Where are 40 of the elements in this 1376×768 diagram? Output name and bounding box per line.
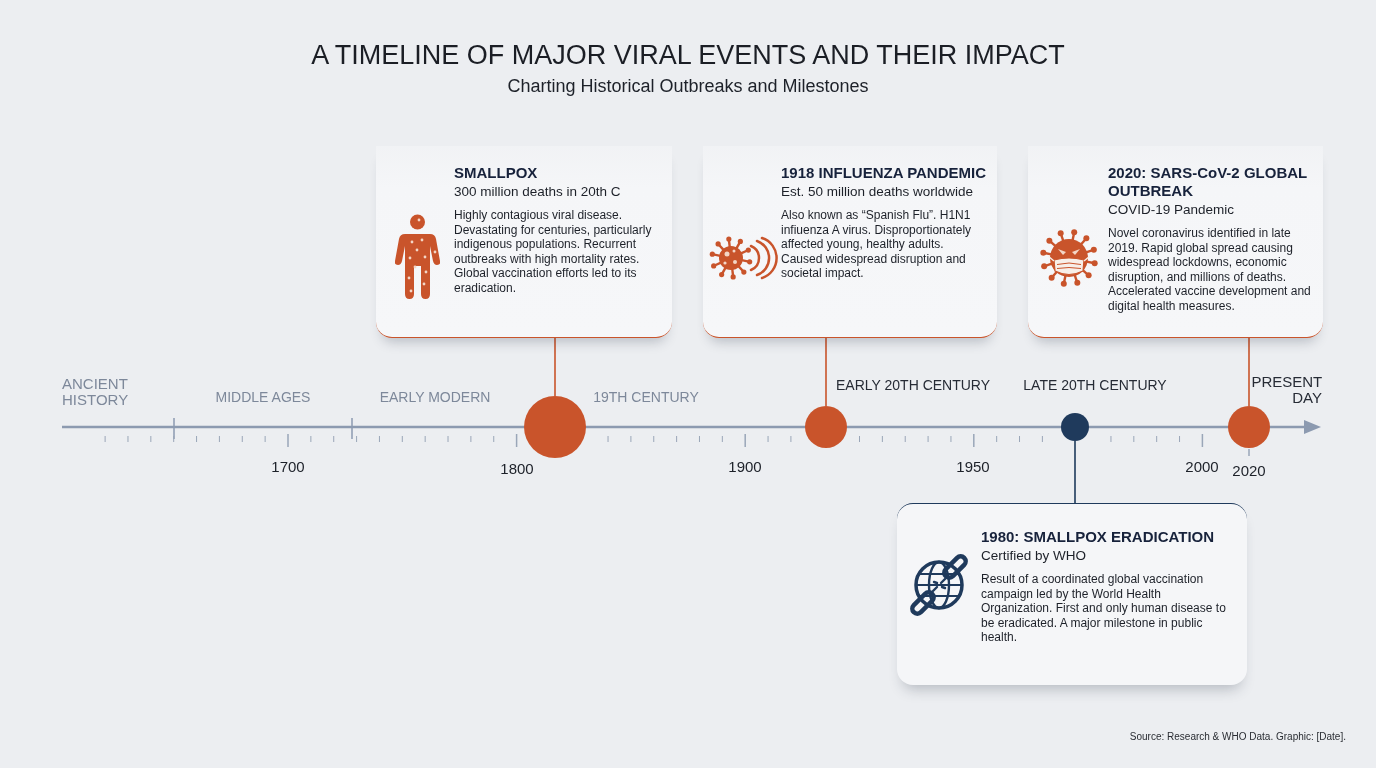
event-card xyxy=(703,146,997,338)
page-title: A TIMELINE OF MAJOR VIRAL EVENTS AND THEIR IMPACT xyxy=(311,40,1065,72)
card-title: 2020: SARS-CoV-2 GLOBAL OUTBREAK xyxy=(1108,164,1308,200)
year-label: 2020 xyxy=(1232,462,1266,480)
year-label: 1800 xyxy=(500,460,534,478)
card-description: Novel coronavirus identified in late 2019. Rapid global spread causing widespread lockdowns, economic disruption, and millions of deaths. Accelerated vaccine development and digital health measures. xyxy=(1108,226,1312,314)
era-label: EARLY 20TH CENTURY xyxy=(836,377,991,394)
card-title: 1918 INFLUENZA PANDEMIC xyxy=(781,164,987,182)
timeline-marker xyxy=(1061,413,1089,441)
connector-line xyxy=(1248,337,1250,407)
event-card xyxy=(1028,146,1323,338)
event-card xyxy=(897,503,1247,685)
timeline-marker xyxy=(1228,406,1270,448)
event-card xyxy=(376,146,672,338)
connector-line xyxy=(825,337,827,407)
card-subtitle: Est. 50 million deaths worldwide xyxy=(781,183,974,201)
card-subtitle: 300 million deaths in 20th C xyxy=(454,183,621,201)
connector-line xyxy=(1074,440,1076,504)
year-label: 1900 xyxy=(728,458,762,476)
card-description: Highly contagious viral disease. Devastating for centuries, particularly indigenous populations. Recurrent outbreaks with high mortality rates. Global vaccination efforts led to its eradication. xyxy=(454,208,653,296)
era-label: ANCIENT HISTORY xyxy=(62,376,129,408)
card-description: Result of a coordinated global vaccination campaign led by the World Health Organization. First and only human disease to be eradicated. A major milestone in public health. xyxy=(981,572,1227,645)
year-label: 2000 xyxy=(1185,458,1219,476)
era-label: MIDDLE AGES xyxy=(215,389,311,406)
card-title: SMALLPOX xyxy=(454,164,538,182)
era-label: LATE 20TH CENTURY xyxy=(1023,377,1167,394)
page-subtitle: Charting Historical Outbreaks and Milestones xyxy=(507,76,869,97)
card-title: 1980: SMALLPOX ERADICATION xyxy=(981,528,1215,546)
timeline-marker xyxy=(805,406,847,448)
era-label: EARLY MODERN xyxy=(379,389,491,406)
connector-line xyxy=(554,337,556,397)
card-description: Also known as “Spanish Flu”. H1N1 infiuenza A virus. Disproportionately affected young, healthy adults. Caused widespread disruption and societal impact. xyxy=(781,208,973,281)
era-label: 19TH CENTURY xyxy=(593,389,699,406)
year-label: 1950 xyxy=(956,458,990,476)
source-note: Source: Research & WHO Data. Graphic: [Date]. xyxy=(1129,731,1346,743)
year-label: 1700 xyxy=(271,458,305,476)
card-subtitle: COVID-19 Pandemic xyxy=(1108,201,1235,219)
timeline-marker xyxy=(524,396,586,458)
era-label: PRESENT DAY xyxy=(1251,374,1322,406)
card-subtitle: Certified by WHO xyxy=(981,547,1087,565)
